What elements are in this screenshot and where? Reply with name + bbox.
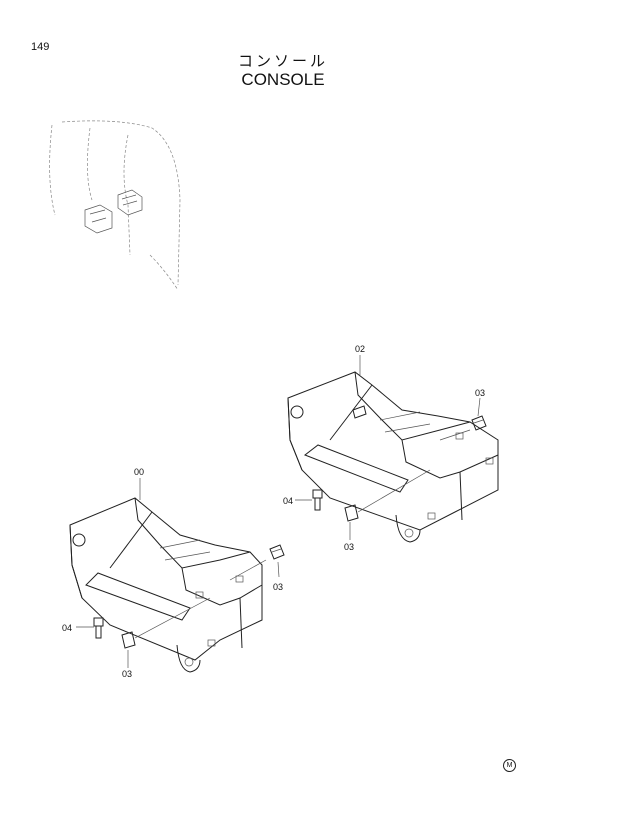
- callout-00: 00: [134, 467, 144, 477]
- callout-03-left-lower: 03: [122, 669, 132, 679]
- bolt-part-04-left: [93, 617, 104, 639]
- callout-03-right: 03: [475, 388, 485, 398]
- callout-03-right-lower: 03: [344, 542, 354, 552]
- console-left-part-00: [69, 497, 263, 673]
- callout-04-left: 04: [62, 623, 72, 633]
- page-title-japanese: コンソール: [237, 52, 328, 70]
- clip-part-03-right: [471, 415, 487, 431]
- callout-03-left: 03: [273, 582, 283, 592]
- callout-02: 02: [355, 344, 365, 354]
- page-title-english: CONSOLE: [241, 70, 325, 89]
- clip-part-03-left: [269, 544, 285, 560]
- footer-mark: M: [503, 759, 516, 772]
- cab-locator-sketch: [49, 120, 181, 291]
- clip-part-03-left-lower: [121, 631, 136, 649]
- bolt-part-04-right: [312, 489, 323, 511]
- callout-04-right: 04: [283, 496, 293, 506]
- page-number: 149: [31, 41, 50, 53]
- clip-part-03-right-lower: [344, 504, 359, 522]
- leader-lines: [76, 355, 481, 668]
- console-right-part-02: [287, 371, 499, 543]
